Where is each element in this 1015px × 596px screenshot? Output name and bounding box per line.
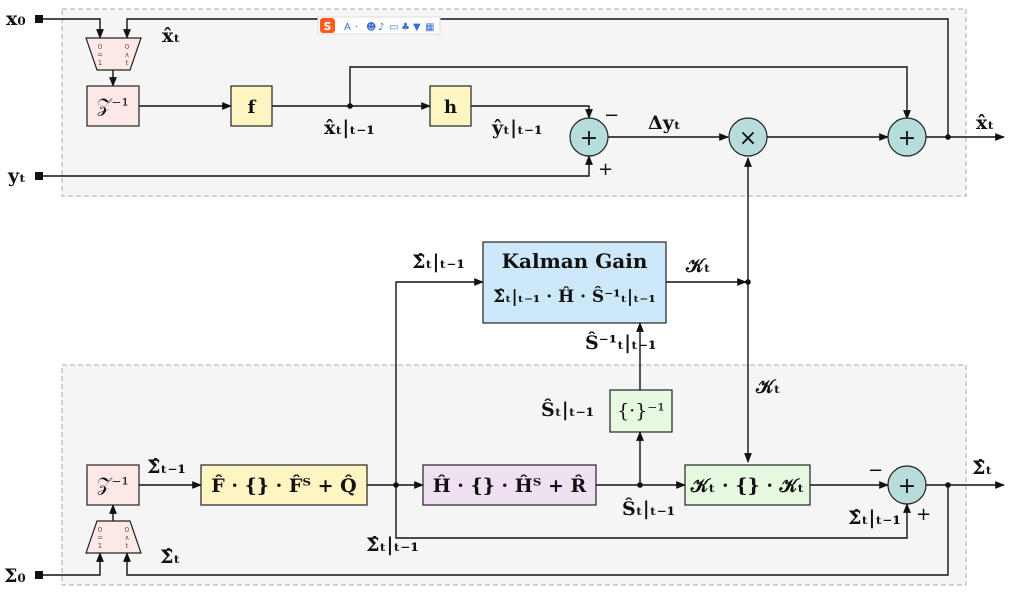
toolbar-item-icon[interactable]: ♣: [401, 22, 410, 33]
top-initial-switch: 0 = 1 0 ∧ t: [85, 37, 142, 71]
sigma0-terminal: [35, 571, 43, 579]
measurement-covariance-label: Ĥ · {} · Ĥᵀ + R̂: [433, 474, 587, 497]
measurement-covariance-block: [422, 464, 597, 506]
predict-covariance-block: [200, 464, 368, 506]
toolbar-item-icon[interactable]: ♪: [378, 22, 384, 33]
s-inverse-label: Ŝ⁻¹ₜ|ₜ₋₁: [585, 331, 656, 354]
gain-label-lower: 𝒦ₜ: [755, 376, 781, 398]
innovation-sum-symbol: +: [580, 126, 598, 151]
innovation-sum: [569, 117, 609, 157]
gain-covariance-block: [684, 464, 811, 506]
state-update-sum: [887, 117, 927, 157]
middle-signal-lines: [395, 278, 752, 485]
junction-dot: [945, 482, 951, 488]
top-delay-label: 𝒵⁻¹: [97, 95, 129, 117]
gain-covariance-label: 𝒦ₜ · {} · 𝒦ₜ: [690, 475, 805, 497]
covariance-sum-symbol: +: [898, 474, 916, 499]
junction-dot: [637, 482, 643, 488]
junction-dot: [393, 482, 399, 488]
covariance-output-label: Σ̂ₜ: [972, 457, 992, 479]
switch-label: 0: [125, 43, 129, 51]
floating-toolbar[interactable]: S A · ☻ ♪ ▭ ♣ ▼ ▦: [317, 16, 441, 35]
sigma-bus-label: Σ̂ₜ|ₜ₋₁: [366, 534, 419, 556]
top-delay-block: [86, 85, 140, 127]
switch-label: =: [97, 51, 103, 59]
sigma-prev-label: Σ̂ₜ₋₁: [147, 456, 186, 478]
kalman-gain-block: [482, 241, 667, 324]
predict-covariance-label: F̂ · {} · F̂ᵀ + Q̂: [211, 475, 356, 497]
sigma-pred-plus-label: Σ̂ₜ|ₜ₋₁: [848, 507, 901, 529]
s-below-label: Ŝₜ|ₜ₋₁: [622, 497, 675, 520]
f-block: [230, 85, 273, 127]
bottom-plus-sign: +: [916, 504, 931, 525]
inverse-label: {·}⁻¹: [617, 400, 665, 422]
switch-label: 0: [98, 43, 102, 51]
gain-label: 𝒦ₜ: [685, 255, 711, 277]
kalman-gain-title: Kalman Gain: [502, 249, 648, 273]
switch-label: =: [97, 534, 103, 542]
kalman-gain-formula: Σ̂ₜ|ₜ₋₁ · Ĥ · Ŝ⁻¹ₜ|ₜ₋₁: [493, 286, 656, 307]
toolbar-logo-icon[interactable]: [320, 18, 335, 33]
bottom-initial-switch: 0 = 1 0 ∧ t: [85, 520, 142, 554]
f-label: f: [248, 97, 257, 118]
yt-terminal: [35, 172, 43, 180]
s-label: Ŝₜ|ₜ₋₁: [541, 398, 594, 421]
switch-label: ∧: [124, 51, 129, 59]
switch-label: 1: [98, 59, 102, 67]
state-update-sum-symbol: +: [898, 126, 916, 151]
toolbar-logo-text: S: [324, 20, 332, 33]
bottom-delay-label: 𝒵⁻¹: [97, 474, 129, 496]
h-block: [429, 85, 472, 127]
h-label: h: [444, 97, 457, 118]
junction-dot: [745, 279, 751, 285]
sigma-pred-label: Σ̂ₜ|ₜ₋₁: [412, 251, 465, 273]
state-output-label: x̂ₜ: [976, 112, 994, 134]
bottom-feedback-label: Σ̂ₜ: [160, 546, 180, 568]
x0-terminal: [35, 15, 43, 23]
switch-label: t: [126, 542, 129, 550]
multiply-symbol: ×: [739, 126, 757, 151]
covariance-update-sum: [887, 465, 927, 505]
gain-multiply: [728, 117, 768, 157]
switch-label: 0: [98, 526, 102, 534]
dy-label: Δyₜ: [648, 112, 681, 134]
toolbar-item-icon[interactable]: ☻: [366, 21, 376, 33]
plus-sign: +: [598, 159, 613, 180]
minus-sign: −: [604, 105, 619, 126]
junction-dot: [945, 134, 951, 140]
top-signal-lines: [42, 18, 1005, 282]
toolbar-item-icon[interactable]: ·: [355, 22, 358, 33]
sigma0-label: Σ₀: [4, 565, 26, 587]
toolbar-item-icon[interactable]: ▼: [413, 22, 421, 33]
toolbar-item-icon[interactable]: ▭: [389, 22, 398, 33]
top-feedback-label: x̂ₜ: [162, 25, 180, 47]
switch-label: 1: [98, 542, 102, 550]
junction-dot: [347, 103, 353, 109]
toolbar-item-icon[interactable]: ▦: [425, 22, 434, 33]
switch-label: 0: [125, 526, 129, 534]
switch-label: ∧: [124, 534, 129, 542]
bottom-minus-sign: −: [868, 460, 883, 481]
switch-label: t: [126, 59, 129, 67]
y-pred-label: ŷₜ|ₜ₋₁: [491, 117, 542, 139]
yt-label: yₜ: [7, 165, 26, 187]
x0-label: x₀: [6, 8, 26, 30]
inverse-block: [609, 389, 673, 433]
x-pred-label: x̂ₜ|ₜ₋₁: [324, 117, 375, 139]
state-update-region: [61, 8, 967, 197]
toolbar-item-icon[interactable]: A: [344, 22, 351, 33]
bottom-delay-block: [86, 464, 140, 506]
